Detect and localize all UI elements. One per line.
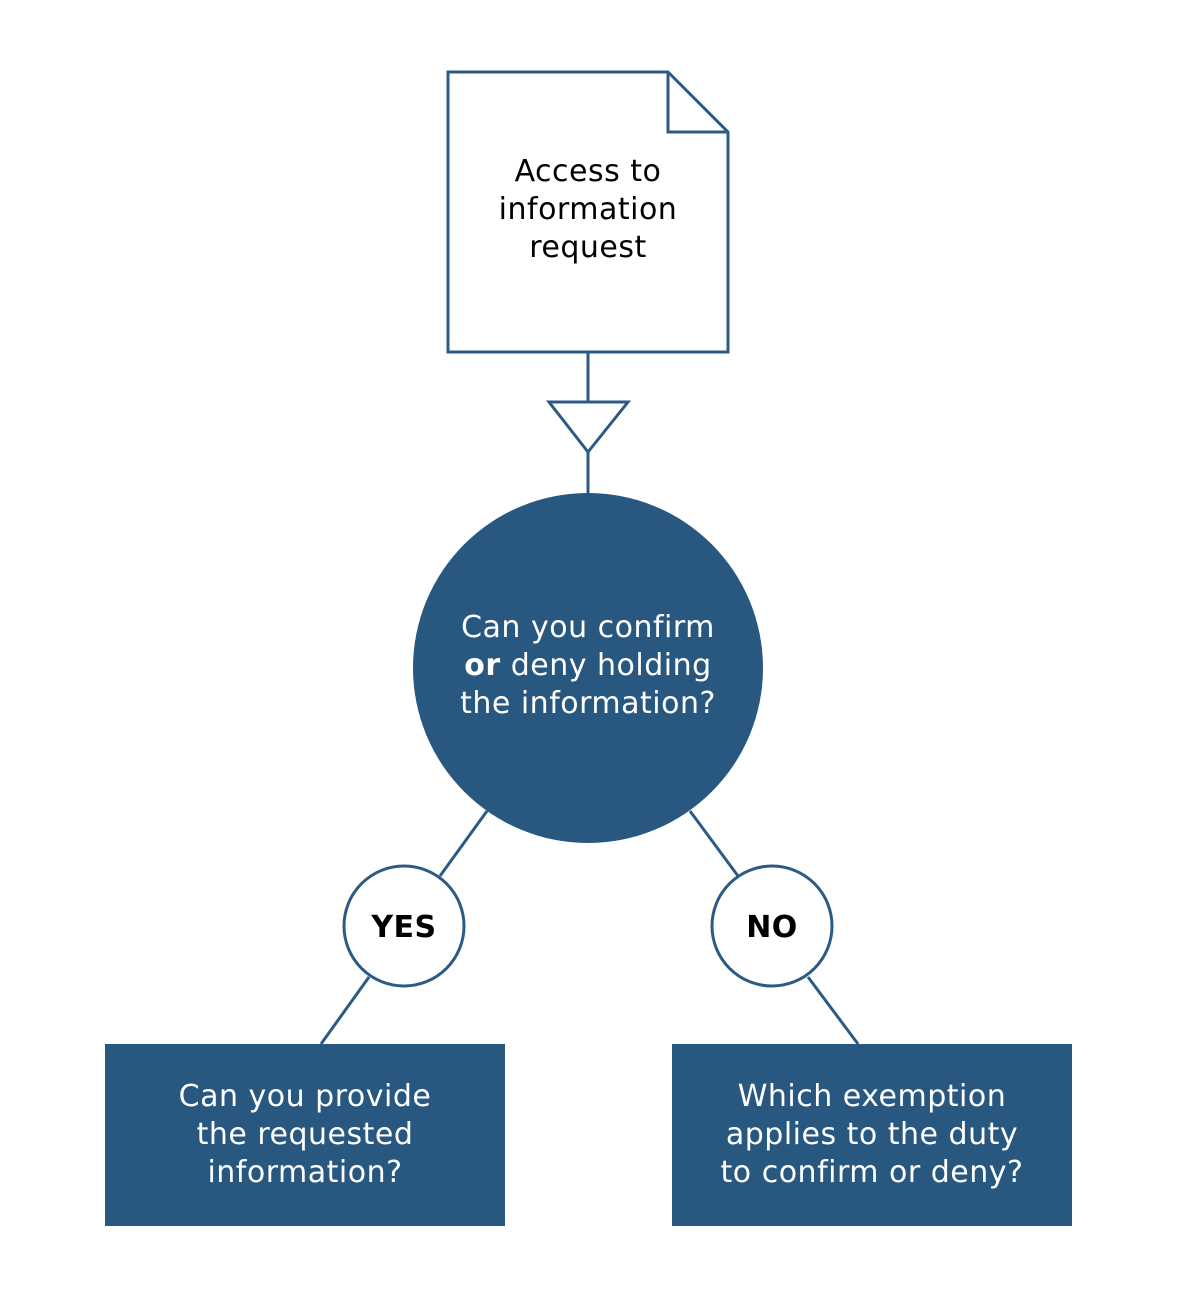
decision-line-2: or deny holding (464, 647, 711, 685)
yes-outcome-label: Can you provide the requested informatio… (105, 1075, 505, 1195)
connector-yes-to-outcome (319, 976, 371, 1045)
connector-no-to-outcome (806, 976, 860, 1045)
connector-decision-to-no (688, 810, 740, 877)
no-outcome-line-2: applies to the duty (725, 1117, 1019, 1152)
start-node-label: Access to information request (448, 150, 728, 270)
no-outcome-shape (672, 1044, 1072, 1226)
decision-line-2-rest: deny holding (500, 648, 712, 683)
decision-node-shape (413, 493, 763, 843)
decision-line-3: the information? (460, 686, 716, 721)
no-badge-label: NO (746, 909, 798, 945)
flow-arrow-icon (545, 400, 632, 455)
decision-line-2-bold: or (464, 648, 501, 683)
connector-decision-to-yes (438, 810, 489, 877)
start-node-line-1: Access to (514, 154, 662, 189)
decision-node-label: Can you confirm or deny holding the info… (413, 606, 763, 726)
start-node-line-3: request (529, 230, 647, 265)
no-outcome-line-1: Which exemption (737, 1079, 1007, 1114)
no-badge-shape (710, 864, 834, 988)
decision-line-1: Can you confirm (461, 610, 715, 645)
no-outcome-line-3: to confirm or deny? (720, 1155, 1024, 1190)
yes-outcome-line-1: Can you provide (178, 1079, 432, 1114)
yes-badge-shape (342, 864, 466, 988)
start-node-line-2: information (498, 192, 678, 227)
document-node-shape (446, 70, 730, 354)
yes-outcome-line-3: information? (207, 1155, 403, 1190)
document-fold-icon (666, 72, 728, 134)
no-outcome-label: Which exemption applies to the duty to c… (672, 1075, 1072, 1195)
yes-outcome-line-2: the requested (196, 1117, 414, 1152)
yes-badge-label: YES (371, 909, 437, 945)
yes-outcome-shape (105, 1044, 505, 1226)
